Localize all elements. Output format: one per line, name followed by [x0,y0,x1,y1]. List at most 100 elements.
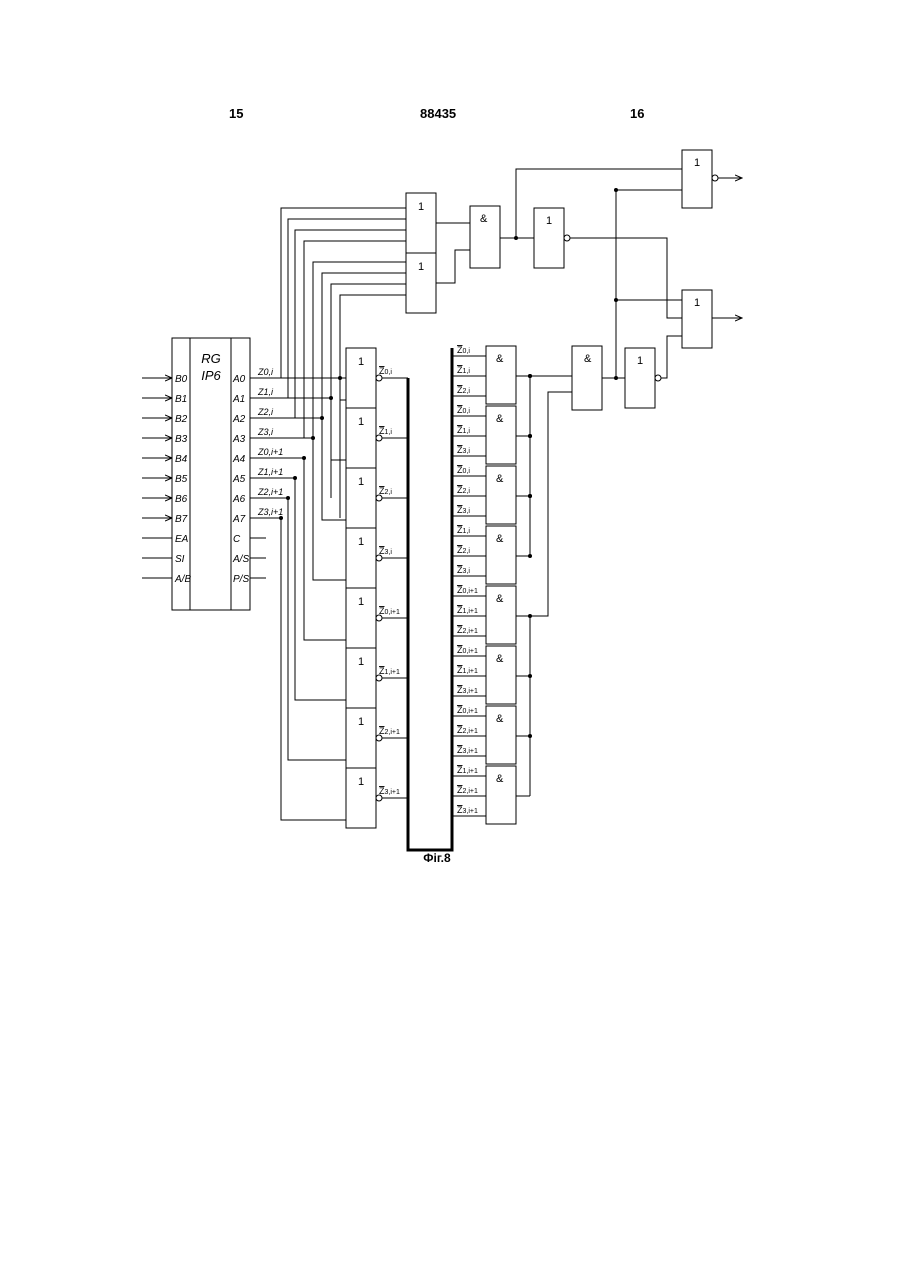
inverted-label-7: Z3,i+1 [379,786,400,796]
and-gate-symbol: & [496,773,504,785]
and-input-label: Z3,i [457,445,470,455]
and-input-label: Z3,i [457,505,470,515]
top-or2-out [436,250,470,283]
register-output-label: A4 [232,454,246,465]
register-output-label: A6 [232,494,246,505]
or-gate-symbol: 1 [694,157,700,169]
and-input-label: Z0,i+1 [457,705,478,715]
register-input-label: B1 [175,394,187,405]
register-input-label: B0 [175,374,188,385]
and-input-label: Z0,i [457,405,470,415]
and-input-label: Z2,i+1 [457,725,478,735]
or-gate-symbol: 1 [418,201,424,213]
register-output-label: A5 [232,474,246,485]
register-input-label: B2 [175,414,188,425]
register-output-label: A/S [232,554,249,565]
junction-dot [311,436,315,440]
inverted-label-2: Z2,i [379,486,392,496]
junction-dot [329,396,333,400]
and-input-label: Z3,i+1 [457,685,478,695]
inverted-label-6: Z2,i+1 [379,726,400,736]
and-gate-symbol: & [584,353,592,365]
register-input-label: SI [175,554,185,565]
junction-dot [293,476,297,480]
or-gate-symbol: 1 [694,297,700,309]
junction-dot [338,376,342,380]
and-input-label: Z1,i+1 [457,665,478,675]
or-gate-symbol: 1 [546,215,552,227]
register-input-label: B6 [175,494,188,505]
and-gate-symbol: & [496,713,504,725]
register-input-label: B4 [175,454,188,465]
register-output-label: A1 [232,394,245,405]
junction-dot [514,236,518,240]
and-input-label: Z2,i+1 [457,625,478,635]
junction-dot [286,496,290,500]
register-input-label: B3 [175,434,188,445]
and-input-label: Z2,i [457,545,470,555]
bus-6 [250,498,346,760]
or-gate-symbol: 1 [358,416,364,428]
or-gate-symbol: 1 [358,776,364,788]
and-input-label: Z0,i+1 [457,585,478,595]
and-input-label: Z1,i+1 [457,765,478,775]
output-signal-label: Z0,i+1 [257,447,283,457]
register-output-label: A7 [232,514,246,525]
output-signal-label: Z2,i+1 [257,487,283,497]
register-output-label: P/S [233,574,249,585]
and-input-label: Z2,i [457,485,470,495]
and-input-label: Z3,i+1 [457,745,478,755]
and-input-label: Z0,i [457,465,470,475]
output-signal-label: Z2,i [257,407,274,417]
junction-dot [614,376,618,380]
and-input-label: Z3,i [457,565,470,575]
register-output-label: A3 [232,434,246,445]
gates [172,150,718,828]
junction-dot [302,456,306,460]
bus-4 [250,458,346,640]
or-gate-symbol: 1 [418,261,424,273]
output-signal-label: Z3,i+1 [257,507,283,517]
inverted-label-3: Z3,i [379,546,392,556]
inversion-bubble [655,375,661,381]
inverted-label-4: Z0,i+1 [379,606,400,616]
mid-inv-out [661,336,682,378]
junction-dot [528,374,532,378]
junction-dot [614,188,618,192]
or-gate-symbol: 1 [358,596,364,608]
register-output-label: A2 [232,414,246,425]
or-gate-symbol: 1 [358,476,364,488]
and-input-label: Z1,i [457,525,470,535]
or-gate-symbol: 1 [358,716,364,728]
output-signal-label: Z1,i+1 [257,467,283,477]
and-input-label: Z1,i [457,425,470,435]
or-gate-symbol: 1 [358,656,364,668]
main-bus [408,348,452,850]
junction-dot [320,416,324,420]
register-input-label: B7 [175,514,188,525]
register-input-label: A/B [174,574,191,585]
and-gate-symbol: & [496,353,504,365]
and-input-label: Z1,i+1 [457,605,478,615]
and-input-label: Z3,i+1 [457,805,478,815]
or-gate-symbol: 1 [358,536,364,548]
junction-dot [528,674,532,678]
and-input-label: Z0,i+1 [457,645,478,655]
junction-dot [528,554,532,558]
or-gate-symbol: 1 [358,356,364,368]
junction-dot [528,434,532,438]
and-input-label: Z1,i [457,365,470,375]
junction-dot [528,494,532,498]
inversion-bubble [564,235,570,241]
and-input-label: Z2,i [457,385,470,395]
inverted-label-1: Z1,i [379,426,392,436]
register-output-label: A0 [232,374,246,385]
inversion-bubble [712,175,718,181]
register-input-label: B5 [175,474,188,485]
and-gate-symbol: & [480,213,488,225]
output-signal-label: Z1,i [257,387,274,397]
junction-dot [614,298,618,302]
figure-caption: Фіг.8 [423,851,451,865]
junction-dots [279,188,618,738]
